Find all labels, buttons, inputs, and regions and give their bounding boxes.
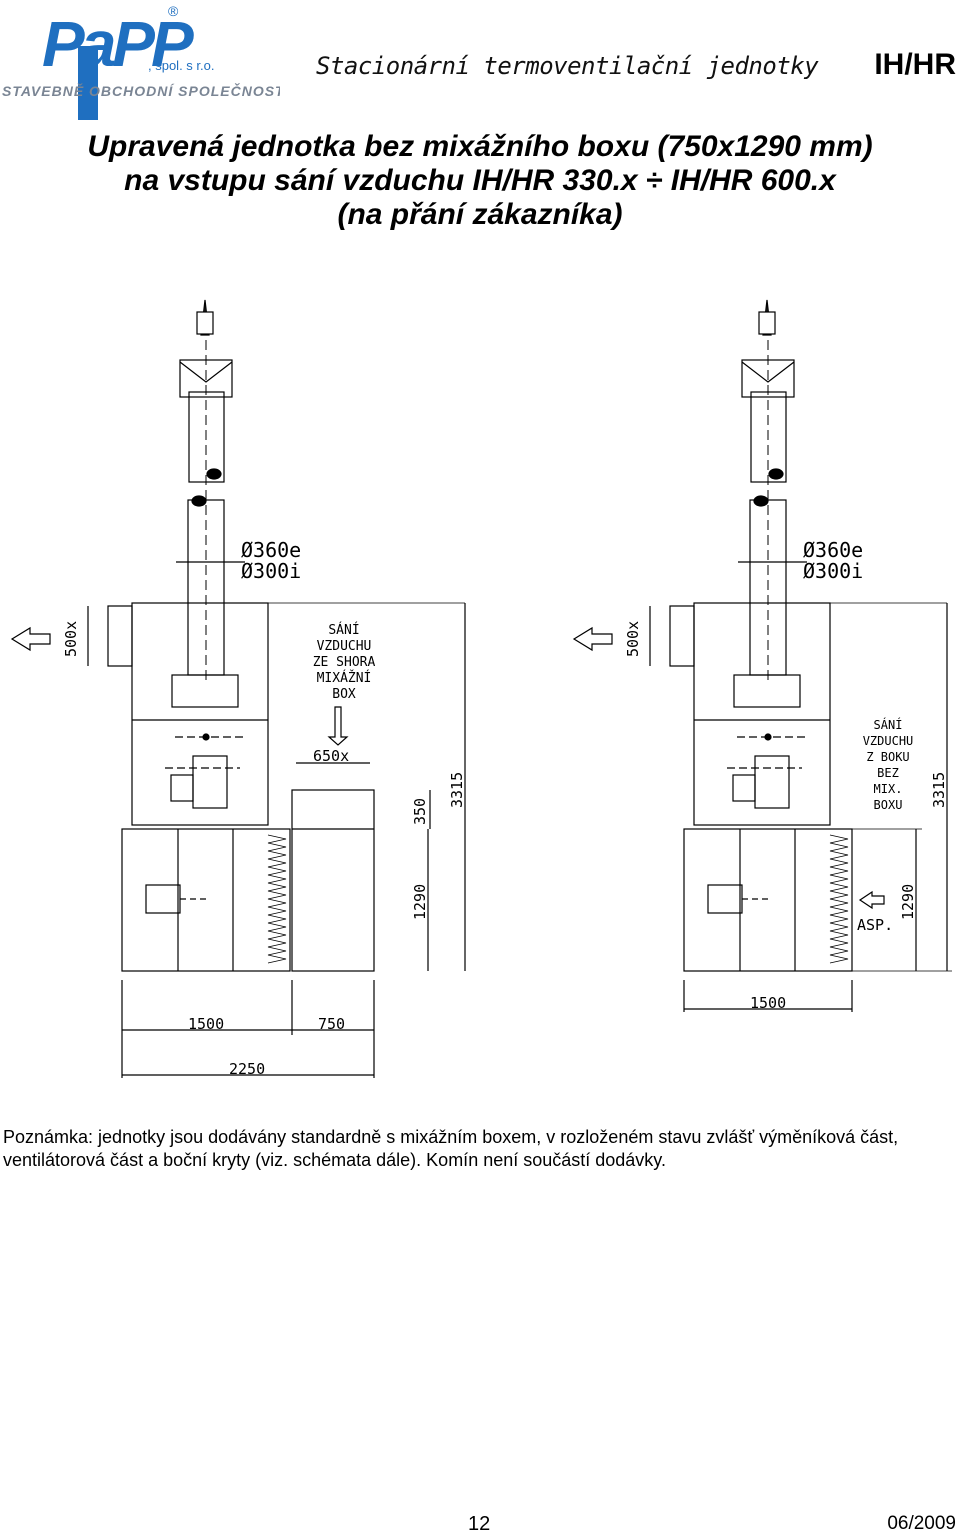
right-dim-outer: Ø360e [803,538,863,562]
right-chimney [738,299,807,680]
right-dim-1290: 1290 [899,884,917,920]
right-dim-3315: 3315 [930,772,948,808]
svg-text:MIX.: MIX. [874,782,903,796]
title-line-3: (na přání zákazníka) [337,198,623,231]
svg-text:Z BOKU: Z BOKU [866,750,909,764]
right-asp-label: ASP. [857,916,893,934]
svg-text:VZDUCHU: VZDUCHU [317,639,372,654]
left-dim-650: 650x [313,747,349,765]
left-dim-outer: Ø360e [241,538,301,562]
logo-tagline: STAVEBNĚ OBCHODNÍ SPOLEČNOST [2,82,280,99]
svg-text:SÁNÍ: SÁNÍ [874,717,903,732]
svg-text:BOXU: BOXU [874,798,903,812]
left-dim-inner: Ø300i [241,559,301,583]
page-date: 06/2009 [887,1513,956,1534]
svg-text:SÁNÍ: SÁNÍ [328,622,359,638]
right-unit-drawing: Ø360e Ø300i ASP. SÁNÍ VZDUCHU Z BOKU BEZ… [572,299,952,1012]
svg-text:®: ® [168,3,179,19]
page-number: 12 [468,1513,491,1535]
title-line-2: na vstupu sání vzduchu IH/HR 330.x ÷ IH/… [124,164,836,197]
left-dim-750: 750 [318,1015,345,1033]
header-subtitle: Stacionární termoventilační jednotky [316,52,819,80]
left-dim-1500: 1500 [188,1015,224,1033]
left-dim-2250: 2250 [229,1060,265,1078]
left-dim-1290: 1290 [411,884,429,920]
svg-text:MIXÁŽNÍ: MIXÁŽNÍ [317,670,372,686]
left-unit-drawing: Ø360e Ø300i SÁNÍ VZDUCHU ZE SHORA MIX [10,299,466,1078]
title-line-1: Upravená jednotka bez mixážního boxu (75… [87,130,873,163]
svg-text:BOX: BOX [332,687,356,702]
logo-suffix: , spol. s r.o. [148,58,214,73]
left-chimney [176,299,245,680]
svg-text:BEZ: BEZ [877,766,899,780]
right-dim-500: 500x [624,621,642,657]
left-dim-500: 500x [62,621,80,657]
right-dim-inner: Ø300i [803,559,863,583]
right-label-block: SÁNÍ VZDUCHU Z BOKU BEZ MIX. BOXU [863,717,914,812]
technical-drawing: Ø360e Ø300i SÁNÍ VZDUCHU ZE SHORA MIX [0,280,960,1090]
right-dim-1500: 1500 [750,994,786,1012]
papp-logo: PaPP ® , spol. s r.o. STAVEBNĚ OBCHODNÍ … [2,3,280,120]
page-title: Upravená jednotka bez mixážního boxu (75… [0,130,960,232]
svg-text:ZE SHORA: ZE SHORA [313,655,376,670]
left-dim-350: 350 [411,798,429,825]
left-label-block: SÁNÍ VZDUCHU ZE SHORA MIXÁŽNÍ BOX [313,622,376,702]
header-code: IH/HR [874,48,956,81]
note-paragraph: Poznámka: jednotky jsou dodávány standar… [3,1127,899,1170]
logo-text: PaPP [42,8,194,80]
svg-text:VZDUCHU: VZDUCHU [863,734,914,748]
left-dim-3315: 3315 [448,772,466,808]
